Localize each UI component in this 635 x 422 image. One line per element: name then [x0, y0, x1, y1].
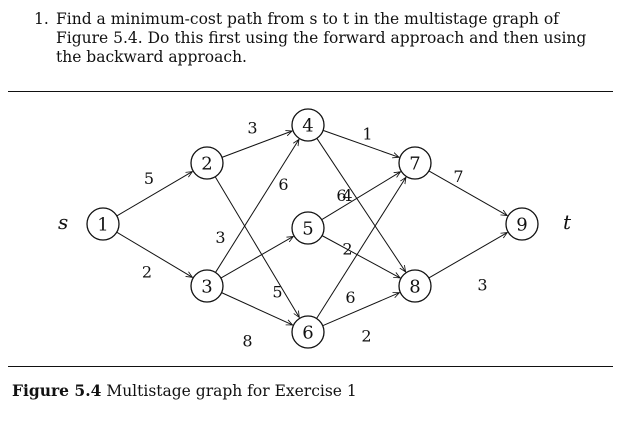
- caption-text: Multistage graph for Exercise 1: [106, 382, 357, 400]
- exercise-line: the backward approach.: [56, 48, 247, 66]
- node-circle: [291, 211, 325, 245]
- edge-cost-4-8: 4: [342, 186, 352, 205]
- node-label: 8: [409, 277, 420, 298]
- exercise-line: Find a minimum-cost path from s to t in …: [56, 10, 559, 28]
- edge-cost-6-7: 6: [345, 288, 355, 307]
- edge-7-9: [428, 170, 507, 216]
- edge-cost-5-8: 2: [342, 240, 352, 259]
- edge-cost-5-7: 6: [336, 186, 346, 205]
- node-2: 2: [190, 146, 224, 180]
- caption-number: Figure 5.4: [12, 381, 102, 400]
- edge-8-9: [428, 233, 507, 279]
- edge-cost-6-8: 2: [361, 327, 371, 346]
- node-7: 7: [398, 146, 432, 180]
- edge-5-7: [321, 172, 401, 221]
- edge-cost-2-4: 3: [247, 119, 257, 138]
- node-5: 5: [291, 211, 325, 245]
- node-layer: 1 2 3 4 5 6 7 8 9: [86, 108, 539, 349]
- node-label: 5: [302, 219, 313, 240]
- edge-cost-3-4: 6: [278, 175, 288, 194]
- exercise-text: Find a minimum-cost path from s to t in …: [56, 10, 619, 67]
- node-circle: [190, 146, 224, 180]
- edge-cost-3-5: 5: [272, 283, 282, 302]
- exercise-line: Figure 5.4. Do this first using the forw…: [56, 29, 587, 47]
- top-rule: [8, 91, 613, 92]
- node-6: 6: [291, 315, 325, 349]
- edge-3-4: [215, 139, 299, 273]
- edge-5-8: [321, 235, 400, 278]
- edge-cost-1-2: 5: [144, 169, 154, 188]
- edge-cost-7-9: 7: [453, 167, 463, 186]
- edge-1-3: [116, 231, 193, 277]
- sink-label: t: [563, 210, 572, 234]
- edge-1-2: [116, 172, 193, 217]
- node-circle: [505, 207, 539, 241]
- edge-cost-3-6: 8: [242, 332, 252, 351]
- node-circle: [398, 269, 432, 303]
- bottom-rule: [8, 366, 613, 367]
- edge-cost-1-3: 2: [142, 263, 152, 282]
- node-label: 9: [516, 215, 527, 236]
- node-circle: [398, 146, 432, 180]
- edge-4-8: [316, 138, 406, 272]
- node-label: 4: [302, 116, 313, 137]
- node-label: 7: [409, 154, 420, 175]
- edge-2-4: [221, 131, 292, 158]
- exercise-number: 1.: [34, 10, 49, 28]
- figure-caption: Figure 5.4 Multistage graph for Exercise…: [12, 381, 357, 400]
- node-1: 1: [86, 207, 120, 241]
- edge-cost-8-9: 3: [477, 276, 487, 295]
- edge-3-5: [220, 236, 293, 279]
- edge-6-7: [316, 177, 406, 319]
- edge-cost-4-7: 1: [362, 125, 372, 144]
- source-label: s: [58, 210, 68, 234]
- node-circle: [291, 315, 325, 349]
- node-circle: [291, 108, 325, 142]
- node-9: 9: [505, 207, 539, 241]
- node-8: 8: [398, 269, 432, 303]
- node-4: 4: [291, 108, 325, 142]
- edge-6-8: [322, 293, 400, 327]
- edge-cost-2-6: 3: [215, 228, 225, 247]
- edge-4-7: [322, 129, 399, 157]
- edge-3-6: [221, 292, 293, 326]
- node-circle: [190, 269, 224, 303]
- node-label: 6: [302, 323, 313, 344]
- node-3: 3: [190, 269, 224, 303]
- node-label: 2: [201, 154, 212, 175]
- node-label: 1: [97, 215, 108, 236]
- edge-2-6: [214, 176, 299, 318]
- node-label: 3: [201, 277, 212, 298]
- node-circle: [86, 207, 120, 241]
- exercise-statement: 1. Find a minimum-cost path from s to t …: [34, 10, 619, 67]
